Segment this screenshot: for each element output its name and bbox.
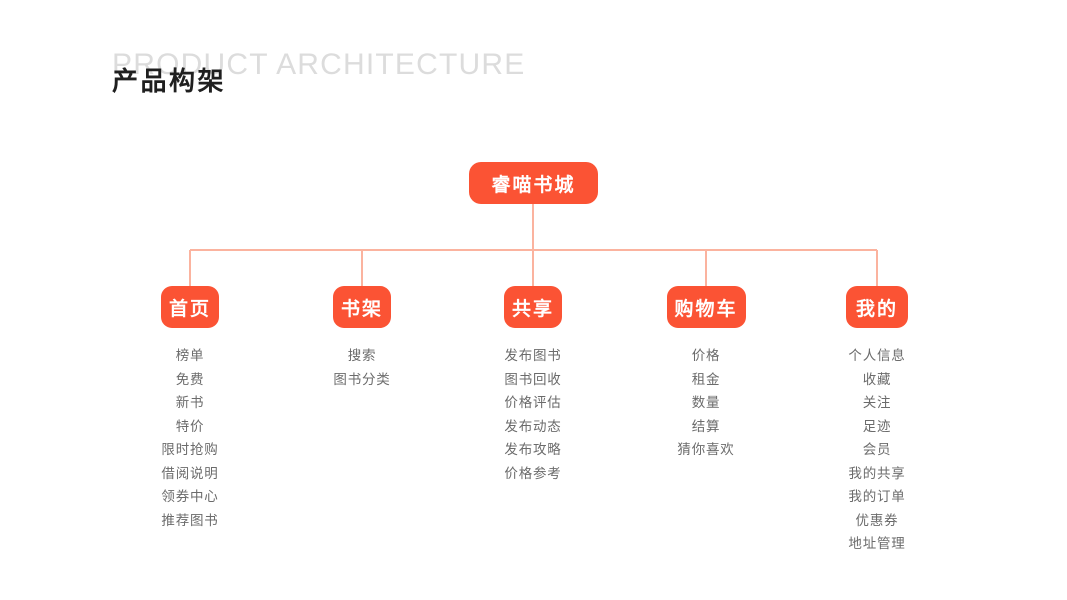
tree-leaf-item[interactable]: 猜你喜欢 [677,442,735,457]
tree-leaf-item[interactable]: 免费 [175,371,205,387]
tree-node-level2[interactable]: 我的 [846,286,908,328]
tree-leaf-item[interactable]: 图书分类 [333,371,391,387]
tree-leaf-item[interactable]: 借阅说明 [161,465,219,481]
tree-leaf-item[interactable]: 地址管理 [848,536,906,551]
tree-leaf-item[interactable]: 特价 [175,418,205,434]
tree-leaf-item[interactable]: 搜索 [347,348,377,363]
page-title-chinese: 产品构架 [112,66,227,96]
tree-leaf-item[interactable]: 发布动态 [504,418,562,434]
tree-leaf-item[interactable]: 会员 [862,442,892,457]
tree-leaf-list: 搜索图书分类 [282,344,442,391]
tree-leaf-item[interactable]: 租金 [691,371,721,387]
tree-leaf-item[interactable]: 收藏 [862,371,892,387]
tree-leaf-list: 发布图书图书回收价格评估发布动态发布攻略价格参考 [453,344,613,485]
page-title-english: PRODUCT ARCHITECTURE [112,48,526,81]
tree-leaf-item[interactable]: 领券中心 [161,489,219,504]
tree-leaf-list: 个人信息收藏关注足迹会员我的共享我的订单优惠券地址管理 [797,344,957,556]
tree-node-level2[interactable]: 共享 [504,286,562,328]
tree-leaf-item[interactable]: 新书 [175,395,205,410]
tree-leaf-item[interactable]: 发布攻略 [504,442,562,457]
tree-node-level2[interactable]: 书架 [333,286,391,328]
tree-leaf-item[interactable]: 足迹 [862,418,892,434]
tree-node-level2[interactable]: 首页 [161,286,219,328]
tree-leaf-list: 榜单免费新书特价限时抢购借阅说明领券中心推荐图书 [110,344,270,532]
tree-leaf-item[interactable]: 优惠券 [855,512,899,528]
tree-leaf-item[interactable]: 结算 [691,418,721,434]
tree-leaf-item[interactable]: 数量 [691,395,721,410]
tree-leaf-item[interactable]: 个人信息 [848,348,906,363]
tree-leaf-item[interactable]: 发布图书 [504,348,562,363]
tree-leaf-item[interactable]: 限时抢购 [161,442,219,457]
tree-leaf-item[interactable]: 价格参考 [504,465,562,481]
tree-leaf-item[interactable]: 我的共享 [848,465,906,481]
tree-leaf-item[interactable]: 推荐图书 [161,512,219,528]
tree-leaf-item[interactable]: 榜单 [175,348,205,363]
tree-leaf-item[interactable]: 关注 [862,395,892,410]
tree-leaf-item[interactable]: 价格评估 [504,395,562,410]
tree-node-root[interactable]: 睿喵书城 [469,162,598,204]
tree-leaf-list: 价格租金数量结算猜你喜欢 [626,344,786,462]
tree-leaf-item[interactable]: 图书回收 [504,371,562,387]
tree-leaf-item[interactable]: 价格 [691,348,721,363]
tree-leaf-item[interactable]: 我的订单 [848,489,906,504]
tree-node-level2[interactable]: 购物车 [666,286,746,328]
page-title: PRODUCT ARCHITECTURE 产品构架 [112,48,712,108]
